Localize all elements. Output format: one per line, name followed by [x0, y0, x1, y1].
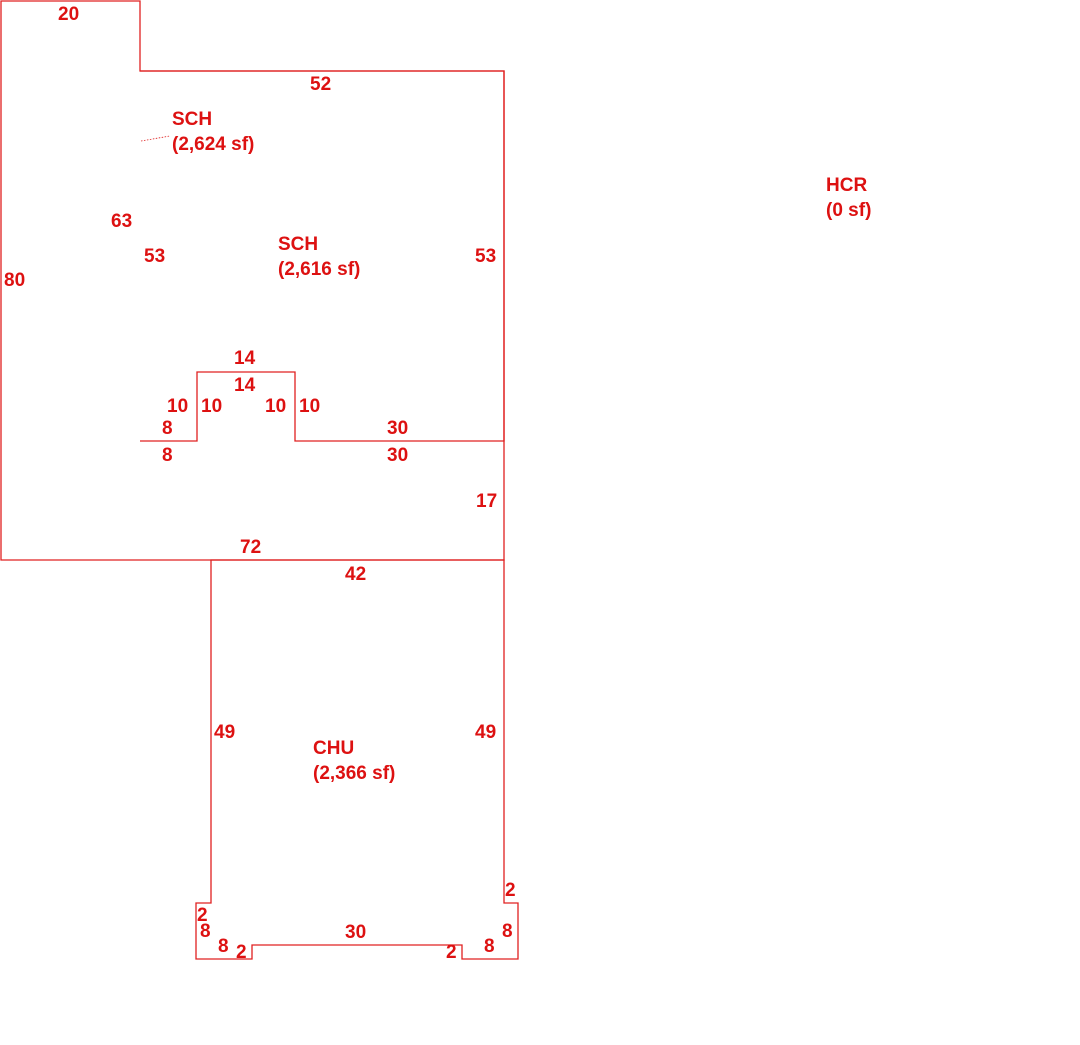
dim-bump-left-inner: 10: [201, 396, 222, 417]
dim-outer-left: 80: [4, 270, 25, 291]
dim-chu-left: 49: [214, 722, 235, 743]
sch-inner-area: (2,616 sf): [278, 259, 360, 280]
sch-inner-outline: [140, 70, 505, 442]
dim-chu-right: 49: [475, 722, 496, 743]
dim-chu-left-step: 2: [236, 942, 247, 963]
dim-chu-left-bottom: 8: [218, 936, 229, 957]
chu-area: (2,366 sf): [313, 763, 395, 784]
dim-bump-top-outer: 14: [234, 348, 256, 369]
dim-chu-left-side: 8: [200, 921, 211, 942]
dim-inner-left: 53: [144, 246, 165, 267]
dim-inner-top: 52: [310, 74, 331, 95]
dim-outer-bottom-right: 30: [387, 445, 408, 466]
dim-inner-bottom-right: 30: [387, 418, 408, 439]
dim-chu-left-jog: 2: [197, 905, 208, 926]
dim-outer-right-notch: 63: [111, 211, 132, 232]
dim-outer-bottom-left: 8: [162, 445, 173, 466]
dim-outer-bottom: 72: [240, 537, 261, 558]
dim-bump-left-outer: 10: [167, 396, 188, 417]
hcr-area: (0 sf): [826, 200, 871, 221]
dim-bump-right-inner: 10: [299, 396, 320, 417]
sch-outer-code: SCH: [172, 109, 212, 130]
dim-bump-top-inner: 14: [234, 375, 256, 396]
sch-outer-leader-line: [140, 135, 171, 142]
hcr-code: HCR: [826, 175, 867, 196]
sch-outer-area: (2,624 sf): [172, 134, 254, 155]
dim-chu-right-side: 8: [502, 921, 513, 942]
dim-inner-bottom-left: 8: [162, 418, 173, 439]
dim-chu-right-step: 2: [446, 942, 457, 963]
sch-inner-code: SCH: [278, 234, 318, 255]
chu-outline: [195, 559, 519, 960]
dim-outer-right: 17: [476, 491, 497, 512]
dim-chu-right-bottom: 8: [484, 936, 495, 957]
dim-outer-top: 20: [58, 4, 79, 25]
sch-outer-outline: [0, 0, 505, 561]
dim-inner-right: 53: [475, 246, 496, 267]
dim-chu-top: 42: [345, 564, 366, 585]
dim-chu-right-jog: 2: [505, 880, 516, 901]
dim-chu-bottom: 30: [345, 922, 366, 943]
chu-code: CHU: [313, 738, 354, 759]
dim-bump-right-outer: 10: [265, 396, 286, 417]
